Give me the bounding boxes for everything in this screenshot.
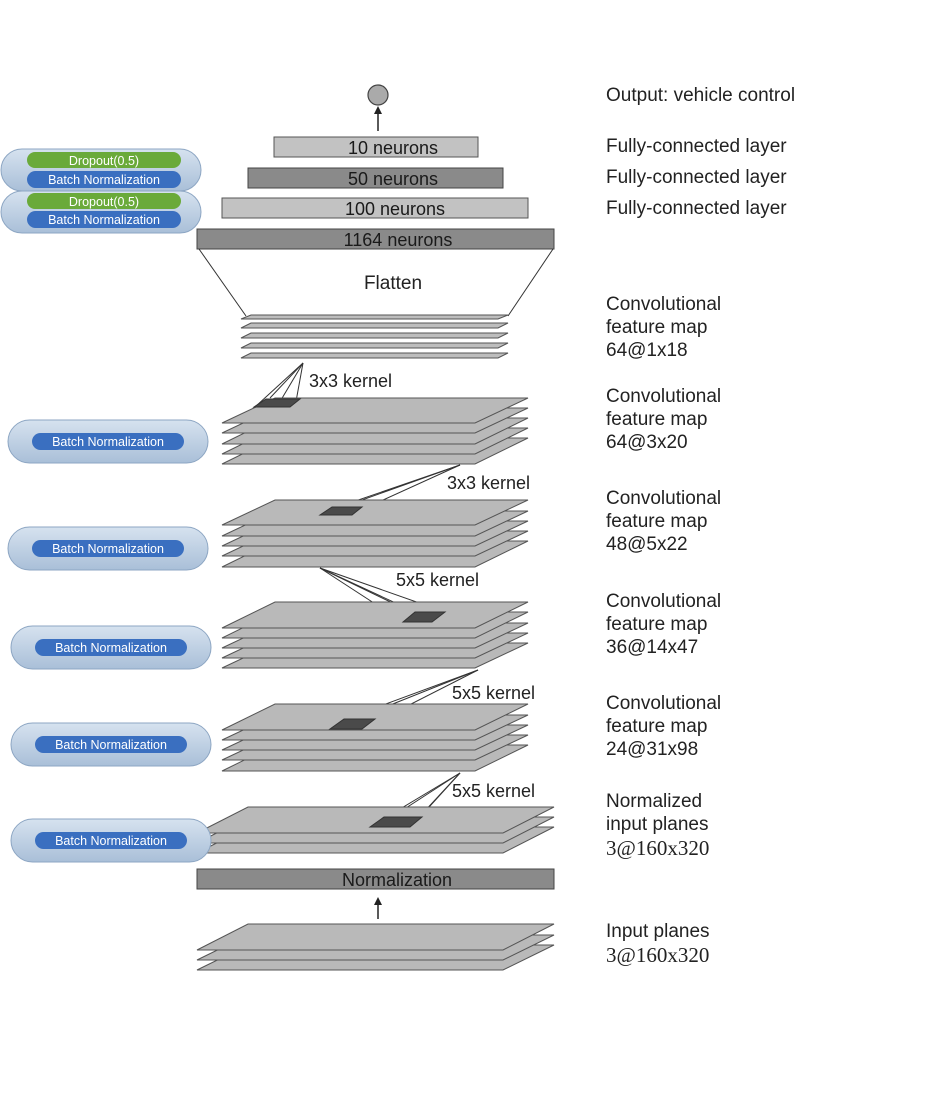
annotation-bn-6: Batch Normalization [10, 722, 212, 767]
batchnorm-chip-7 [35, 832, 187, 849]
feature-map-36x14x47 [221, 601, 529, 669]
feature-map-64x1x18 [240, 314, 509, 359]
feature-map-64x3x20 [221, 397, 529, 465]
input-line1: Input planes [606, 921, 710, 942]
fc-bar-100-text: 100 neurons [345, 199, 445, 219]
conv2-line3: 64@3x20 [606, 432, 688, 453]
conv4-line1: Convolutional [606, 591, 721, 612]
batchnorm-chip-5 [35, 639, 187, 656]
feature-map-24x31x98 [221, 703, 529, 772]
flatten-funnel-left [198, 248, 247, 317]
kernel-label-4: 5x5 kernel [452, 683, 535, 703]
batchnorm-label-6: Batch Normalization [55, 738, 167, 752]
input-arrow-head [374, 897, 382, 905]
dropout-chip-2 [27, 193, 181, 209]
fc-bar-1164 [196, 228, 555, 250]
fc-bar-10 [273, 136, 479, 158]
kernel-label-3: 5x5 kernel [396, 570, 479, 590]
conv3-line2: feature map [606, 511, 707, 532]
batchnorm-chip-3 [32, 433, 184, 450]
annotation-dropout-bn-1: Dropout(0.5) Batch Normalization [0, 148, 202, 192]
conv5-line1: Convolutional [606, 693, 721, 714]
annotation-dropout-bn-2: Dropout(0.5) Batch Normalization [0, 190, 202, 234]
flatten-label: Flatten [364, 273, 422, 294]
fc-bar-1164-text: 1164 neurons [344, 230, 453, 250]
kernel-label-5: 5x5 kernel [452, 781, 535, 801]
output-label: Output: vehicle control [606, 85, 795, 106]
conv3-line3: 48@5x22 [606, 534, 688, 555]
normalized-line1: Normalized [606, 791, 702, 812]
kernel-label-2: 3x3 kernel [447, 473, 530, 493]
conv2-line2: feature map [606, 409, 707, 430]
conv5-line3: 24@31x98 [606, 739, 698, 760]
dropout-chip-1 [27, 152, 181, 168]
conv1-line3: 64@1x18 [606, 340, 688, 361]
conv4-line2: feature map [606, 614, 707, 635]
feature-map-48x5x22 [221, 499, 529, 568]
fc-label-3: Fully-connected layer [606, 198, 787, 219]
annotation-bn-7: Batch Normalization [10, 818, 212, 863]
batchnorm-label-5: Batch Normalization [55, 641, 167, 655]
normalization-bar [196, 868, 555, 890]
annotation-bn-4: Batch Normalization [7, 526, 209, 571]
normalized-line3: 3@160x320 [606, 836, 709, 860]
fc-label-1: Fully-connected layer [606, 136, 787, 157]
conv1-line1: Convolutional [606, 294, 721, 315]
fc-label-2: Fully-connected layer [606, 167, 787, 188]
dropout-label-2: Dropout(0.5) [69, 195, 139, 209]
conv1-line2: feature map [606, 317, 707, 338]
fc-bar-50-text: 50 neurons [348, 169, 438, 189]
batchnorm-chip-6 [35, 736, 187, 753]
batchnorm-label-3: Batch Normalization [52, 435, 164, 449]
fc-bar-100 [221, 197, 529, 219]
input-line2: 3@160x320 [606, 943, 709, 967]
fc-bar-50 [247, 167, 504, 189]
fc-bar-10-text: 10 neurons [348, 138, 438, 158]
annotation-bn-3: Batch Normalization [7, 419, 209, 464]
output-node [367, 84, 389, 106]
conv2-line1: Convolutional [606, 386, 721, 407]
output-arrow-head [374, 106, 382, 114]
kernel-label-1: 3x3 kernel [309, 371, 392, 391]
annotation-bn-5: Batch Normalization [10, 625, 212, 670]
batchnorm-label-2: Batch Normalization [48, 213, 160, 227]
normalization-text: Normalization [342, 870, 452, 890]
input-planes [196, 923, 555, 971]
normalized-line2: input planes [606, 814, 708, 835]
conv3-line1: Convolutional [606, 488, 721, 509]
batchnorm-label-1: Batch Normalization [48, 173, 160, 187]
batchnorm-chip-1 [27, 171, 181, 188]
conv5-line2: feature map [606, 716, 707, 737]
batchnorm-label-4: Batch Normalization [52, 542, 164, 556]
batchnorm-chip-2 [27, 211, 181, 228]
batchnorm-label-7: Batch Normalization [55, 834, 167, 848]
conv4-line3: 36@14x47 [606, 637, 698, 658]
normalized-input-planes [196, 806, 555, 854]
dropout-label-1: Dropout(0.5) [69, 154, 139, 168]
flatten-funnel-right [507, 248, 554, 317]
batchnorm-chip-4 [32, 540, 184, 557]
